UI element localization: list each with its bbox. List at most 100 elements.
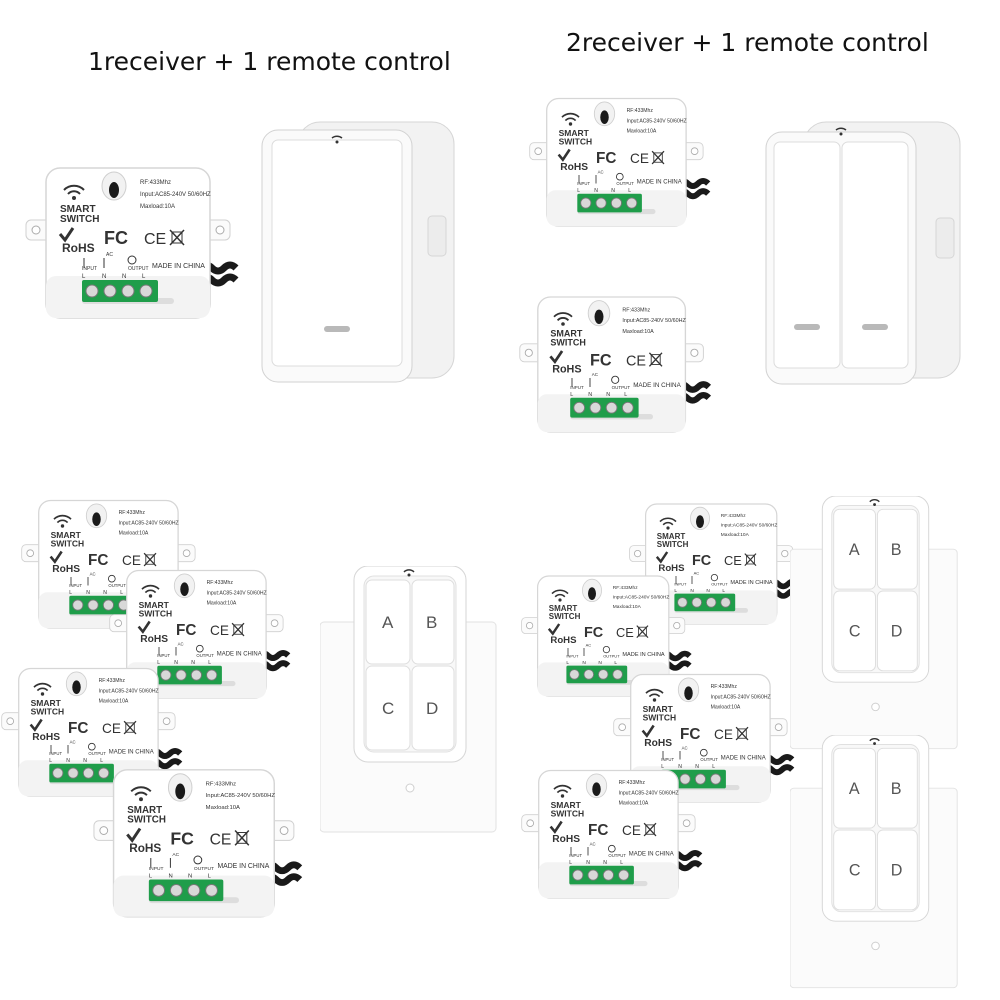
caption-single-receiver: 1receiver + 1 remote control xyxy=(88,47,451,76)
receiver-label-t3: L xyxy=(620,860,623,866)
terminal-block xyxy=(49,763,114,783)
receiver-label-t1: N xyxy=(678,764,682,770)
receiver-label-t3: L xyxy=(614,660,617,666)
receiver-label-t1: N xyxy=(594,188,598,194)
receiver-label-input: Input:AC85-240V 50/60HZ xyxy=(721,522,778,528)
receiver-label-made-in: MADE IN CHINA xyxy=(152,263,205,270)
terminal-block xyxy=(69,595,134,615)
receiver-label-made-in: MADE IN CHINA xyxy=(629,852,674,858)
receiver-label-rf: RF:433Mhz xyxy=(206,781,236,787)
receiver-label-fc: FC xyxy=(176,622,196,639)
receiver-label-input: Input:AC85-240V 50/60HZ xyxy=(627,118,687,124)
receiver-label-ac: AC xyxy=(90,571,96,576)
receiver-label-brand-line2: SWITCH xyxy=(127,815,166,826)
receiver-module-graphic: SMART SWITCH RF:433Mhz Input:AC85-240V 5… xyxy=(529,97,711,227)
receiver-label-output-label: OUTPUT xyxy=(108,583,126,588)
terminal-block xyxy=(577,193,642,213)
receiver-module-graphic: SMART SWITCH RF:433Mhz Input:AC85-240V 5… xyxy=(93,769,303,918)
receiver-label-brand-line2: SWITCH xyxy=(60,214,99,225)
receiver-label-t3: L xyxy=(624,392,627,398)
receiver-label-t0: L xyxy=(566,660,569,666)
receiver-label-t2: N xyxy=(706,588,710,594)
receiver-label-t1: N xyxy=(588,392,592,398)
receiver-label-rf: RF:433Mhz xyxy=(99,678,126,684)
receiver-label-brand-line2: SWITCH xyxy=(31,706,65,716)
remote-four-key: A B C D xyxy=(789,495,961,757)
caption-double-receiver: 2receiver + 1 remote control xyxy=(566,28,929,57)
receiver-label-t1: N xyxy=(582,660,586,666)
receiver-label-rf: RF:433Mhz xyxy=(721,513,746,519)
receiver-label-made-in: MADE IN CHINA xyxy=(633,382,681,389)
receiver-label-fc: FC xyxy=(88,552,108,569)
receiver-label-maxload: Maxload:10A xyxy=(140,204,175,210)
receiver-label-t3: L xyxy=(100,758,103,764)
receiver-label-rf: RF:433Mhz xyxy=(207,580,234,586)
receiver-module: SMART SWITCH RF:433Mhz Input:AC85-240V 5… xyxy=(628,496,804,632)
receiver-label-rf: RF:433Mhz xyxy=(140,180,171,186)
receiver-label-ce: CE xyxy=(714,727,733,742)
terminal-block xyxy=(566,665,628,684)
remote-key-c: C xyxy=(849,623,861,641)
receiver-label-rohs: RoHS xyxy=(140,634,168,645)
receiver-label-fc: FC xyxy=(68,720,88,737)
remote-key-d: D xyxy=(426,699,438,718)
receiver-label-rohs: RoHS xyxy=(62,241,95,255)
terminal-block xyxy=(569,865,634,885)
receiver-label-brand-line1: SMART xyxy=(550,329,582,339)
remote-key-c: C xyxy=(849,862,861,880)
receiver-label-t3: L xyxy=(120,590,123,596)
receiver-label-brand-line1: SMART xyxy=(51,530,82,540)
receiver-label-brand-line1: SMART xyxy=(139,600,170,610)
receiver-label-t1: N xyxy=(168,874,172,880)
receiver-label-fc: FC xyxy=(596,150,616,167)
receiver-label-brand-line1: SMART xyxy=(657,532,686,541)
receiver-label-t0: L xyxy=(570,392,573,398)
receiver-label-t2: N xyxy=(83,758,87,764)
remote-key-c: C xyxy=(382,699,394,718)
receiver-label-rohs: RoHS xyxy=(552,834,580,845)
receiver-module-graphic: SMART SWITCH RF:433Mhz Input:AC85-240V 5… xyxy=(521,769,703,899)
receiver-label-input-label: INPUT xyxy=(566,654,579,659)
receiver-label-t3: L xyxy=(712,764,715,770)
receiver-label-rohs: RoHS xyxy=(644,738,672,749)
receiver-label-input-label: INPUT xyxy=(157,653,170,658)
receiver-label-input: Input:AC85-240V 50/60HZ xyxy=(207,590,267,596)
receiver-label-output-label: OUTPUT xyxy=(711,582,728,587)
receiver-label-t0: L xyxy=(82,274,86,280)
receiver-label-rohs: RoHS xyxy=(552,364,581,376)
receiver-label-rf: RF:433Mhz xyxy=(619,780,646,786)
receiver-label-maxload: Maxload:10A xyxy=(619,801,649,807)
receiver-label-fc: FC xyxy=(692,553,711,569)
receiver-label-t0: L xyxy=(69,590,72,596)
receiver-module: SMART SWITCH RF:433Mhz Input:AC85-240V 5… xyxy=(528,90,715,235)
receiver-label-brand-line1: SMART xyxy=(60,204,96,215)
receiver-label-t3: L xyxy=(628,188,631,194)
receiver-label-t0: L xyxy=(577,188,580,194)
receiver-label-t0: L xyxy=(661,764,664,770)
receiver-module-graphic: SMART SWITCH RF:433Mhz Input:AC85-240V 5… xyxy=(25,167,239,319)
receiver-label-brand-line2: SWITCH xyxy=(550,338,586,348)
receiver-label-ce: CE xyxy=(144,231,166,248)
receiver-label-brand-line2: SWITCH xyxy=(657,540,689,549)
receiver-label-rohs: RoHS xyxy=(658,563,685,574)
terminal-block xyxy=(157,665,222,685)
receiver-label-ac: AC xyxy=(106,252,113,258)
receiver-label-t1: N xyxy=(586,860,590,866)
receiver-label-brand-line2: SWITCH xyxy=(549,612,581,621)
receiver-label-t1: N xyxy=(86,590,90,596)
receiver-label-ce: CE xyxy=(102,721,121,736)
receiver-label-maxload: Maxload:10A xyxy=(627,129,657,135)
receiver-module: SMART SWITCH RF:433Mhz Input:AC85-240V 5… xyxy=(520,568,696,704)
receiver-label-input: Input:AC85-240V 50/60HZ xyxy=(619,790,679,796)
receiver-label-output-label: OUTPUT xyxy=(616,181,634,186)
receiver-label-t1: N xyxy=(66,758,70,764)
receiver-label-brand-line1: SMART xyxy=(549,604,578,613)
receiver-label-output-label: OUTPUT xyxy=(196,653,214,658)
receiver-label-brand-line2: SWITCH xyxy=(559,136,593,146)
receiver-label-brand-line1: SMART xyxy=(643,704,674,714)
receiver-label-ac: AC xyxy=(682,745,688,750)
remote-key-b: B xyxy=(426,613,437,632)
receiver-label-t1: N xyxy=(174,660,178,666)
receiver-label-fc: FC xyxy=(680,726,700,743)
receiver-label-input: Input:AC85-240V 50/60HZ xyxy=(613,594,670,600)
